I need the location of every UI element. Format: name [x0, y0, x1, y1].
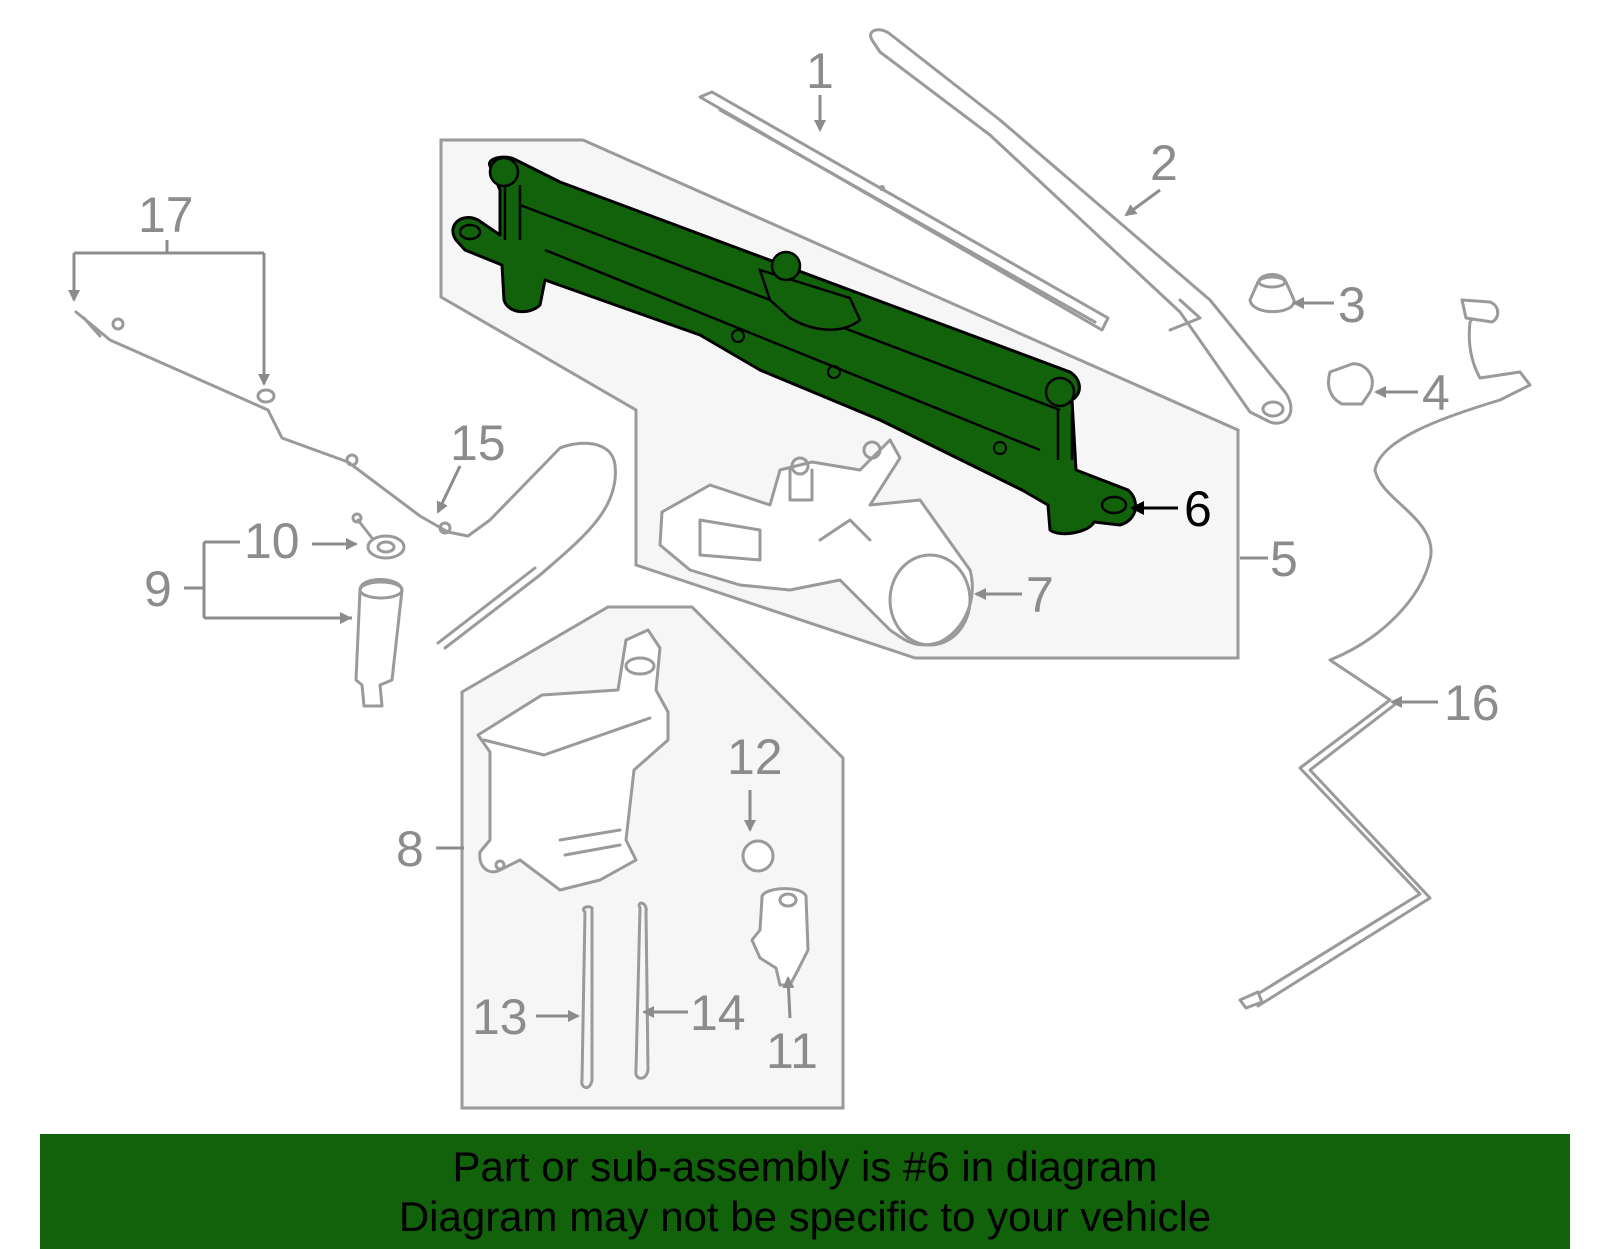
callout-14: 14: [690, 985, 746, 1041]
callout-16: 16: [1444, 675, 1500, 731]
leader-11: [782, 976, 795, 1019]
callout-13: 13: [472, 989, 528, 1045]
callout-8: 8: [396, 821, 424, 877]
washer-hose-16: [1238, 298, 1532, 1010]
callout-17: 17: [138, 187, 194, 243]
callout-12: 12: [727, 729, 783, 785]
leader-9: [184, 540, 352, 620]
callout-15: 15: [450, 415, 506, 471]
callout-6: 6: [1184, 481, 1212, 537]
pump-grommet: [741, 839, 775, 873]
info-banner: Part or sub-assembly is #6 in diagram Di…: [40, 1134, 1570, 1249]
callout-4: 4: [1422, 365, 1450, 421]
filler-neck: [354, 578, 404, 708]
arm-cover: [1327, 362, 1374, 406]
banner-line-part: Part or sub-assembly is #6 in diagram: [452, 1143, 1158, 1190]
washer-hose-15: [436, 441, 617, 650]
arm-nut-cap: [1248, 273, 1296, 314]
callout-11: 11: [766, 1023, 818, 1079]
washer-pump: [750, 887, 810, 987]
washer-reservoir: [476, 628, 670, 892]
callout-10: 10: [244, 513, 300, 569]
filler-cap: [351, 512, 406, 560]
banner-line-disclaimer: Diagram may not be specific to your vehi…: [398, 1193, 1212, 1240]
callout-7: 7: [1026, 567, 1054, 623]
washer-hose-14: [634, 901, 650, 1080]
washer-hose-13: [580, 905, 594, 1089]
leader-15: [436, 465, 462, 514]
callout-2: 2: [1150, 135, 1178, 191]
wiper-motor: [658, 438, 974, 647]
leader-2: [1124, 188, 1161, 217]
callout-5: 5: [1270, 531, 1298, 587]
callout-3: 3: [1338, 277, 1366, 333]
callout-1: 1: [806, 43, 834, 99]
wiper-linkage-highlight: [451, 155, 1137, 536]
callout-9: 9: [144, 561, 172, 617]
wiper-blade: [698, 90, 1110, 332]
washer-hose-17: [74, 310, 470, 538]
wiper-arm: [869, 28, 1293, 425]
leader-17: [72, 240, 266, 382]
